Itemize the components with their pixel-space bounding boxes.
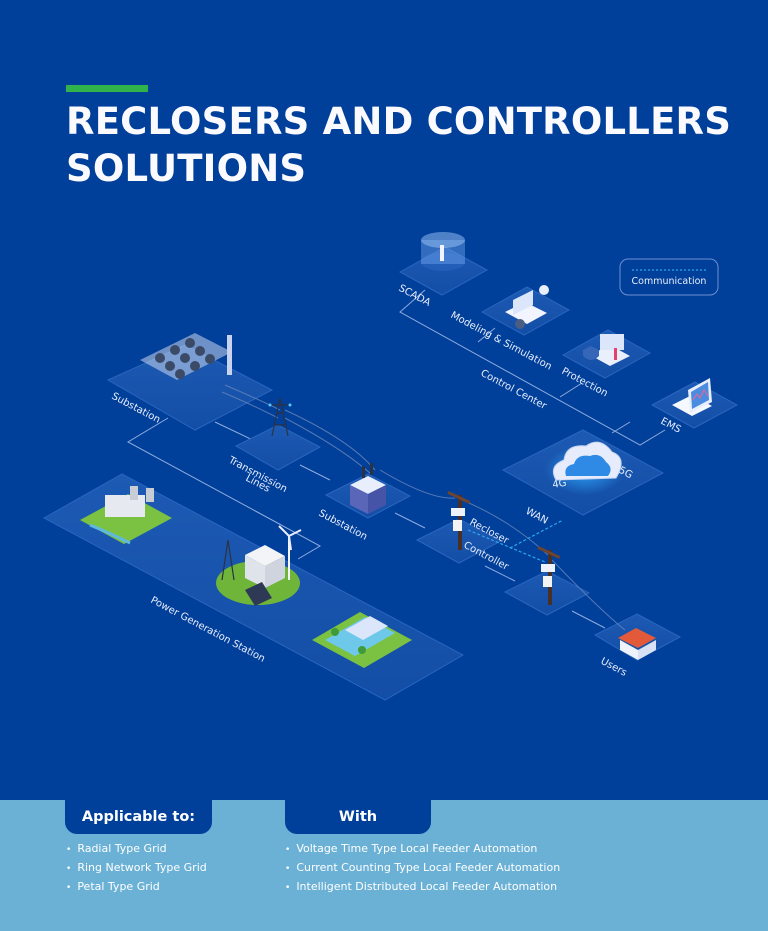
renewable-station-icon	[216, 525, 302, 606]
with-list: Voltage Time Type Local Feeder Automatio…	[285, 840, 560, 897]
pole2-users-link	[571, 610, 606, 629]
substation-transmission-link	[214, 421, 256, 442]
modeling-branch	[477, 327, 496, 343]
substation-power-link	[126, 417, 322, 560]
substation-transformer-icon	[350, 463, 386, 514]
label-users: Users	[599, 656, 629, 679]
recloser-pole-1-icon	[447, 491, 471, 550]
house-icon	[618, 628, 656, 660]
power-lines	[221, 384, 626, 631]
cloud-icon	[545, 441, 625, 495]
substation-equipment-icon	[140, 333, 232, 380]
control-center-bus	[399, 289, 666, 446]
title-line-1: RECLOSERS AND CONTROLLERS	[66, 100, 732, 143]
ems-laptop-icon	[672, 378, 712, 416]
platform-transmission	[234, 424, 322, 471]
scada-icon	[421, 232, 465, 271]
bottom-panel: Applicable to: With Radial Type Grid Rin…	[0, 800, 768, 931]
communication-lines	[467, 519, 564, 563]
title-line-2: SOLUTIONS	[66, 147, 307, 190]
applicable-heading: Applicable to:	[65, 800, 212, 834]
platform-pole2	[503, 570, 591, 616]
list-item: Voltage Time Type Local Feeder Automatio…	[285, 840, 560, 859]
list-item: Petal Type Grid	[66, 878, 207, 897]
with-heading: With	[285, 800, 431, 834]
laptop-modeling-icon	[505, 285, 549, 329]
page-title: RECLOSERS AND CONTROLLERS SOLUTIONS	[66, 98, 746, 192]
label-4g: 4G	[552, 478, 568, 491]
list-item: Ring Network Type Grid	[66, 859, 206, 878]
legend-label: Communication	[632, 276, 707, 287]
list-item: Intelligent Distributed Local Feeder Aut…	[285, 878, 560, 897]
legend-communication: Communication	[619, 258, 719, 296]
wan-branch	[611, 421, 631, 434]
applicable-list: Radial Type Grid Ring Network Type Grid …	[66, 840, 207, 897]
controller-pole2-link	[484, 565, 516, 582]
transmission-substation-link	[299, 464, 331, 481]
connector-lines	[126, 289, 666, 629]
substation-controller-link	[394, 512, 426, 529]
protection-branch	[559, 382, 583, 398]
hydro-plant-icon	[312, 612, 412, 668]
grid-diagram: SCADA Modeling & Simulation Control Cent…	[42, 232, 739, 701]
accent-bar	[66, 85, 148, 92]
thermal-plant-icon	[80, 486, 172, 545]
transmission-tower-icon	[268, 397, 292, 437]
protection-icon	[583, 334, 630, 366]
recloser-pole-2-icon	[537, 546, 561, 605]
label-wan: WAN	[524, 506, 550, 527]
list-item: Radial Type Grid	[66, 840, 207, 859]
list-item: Current Counting Type Local Feeder Autom…	[285, 859, 560, 878]
